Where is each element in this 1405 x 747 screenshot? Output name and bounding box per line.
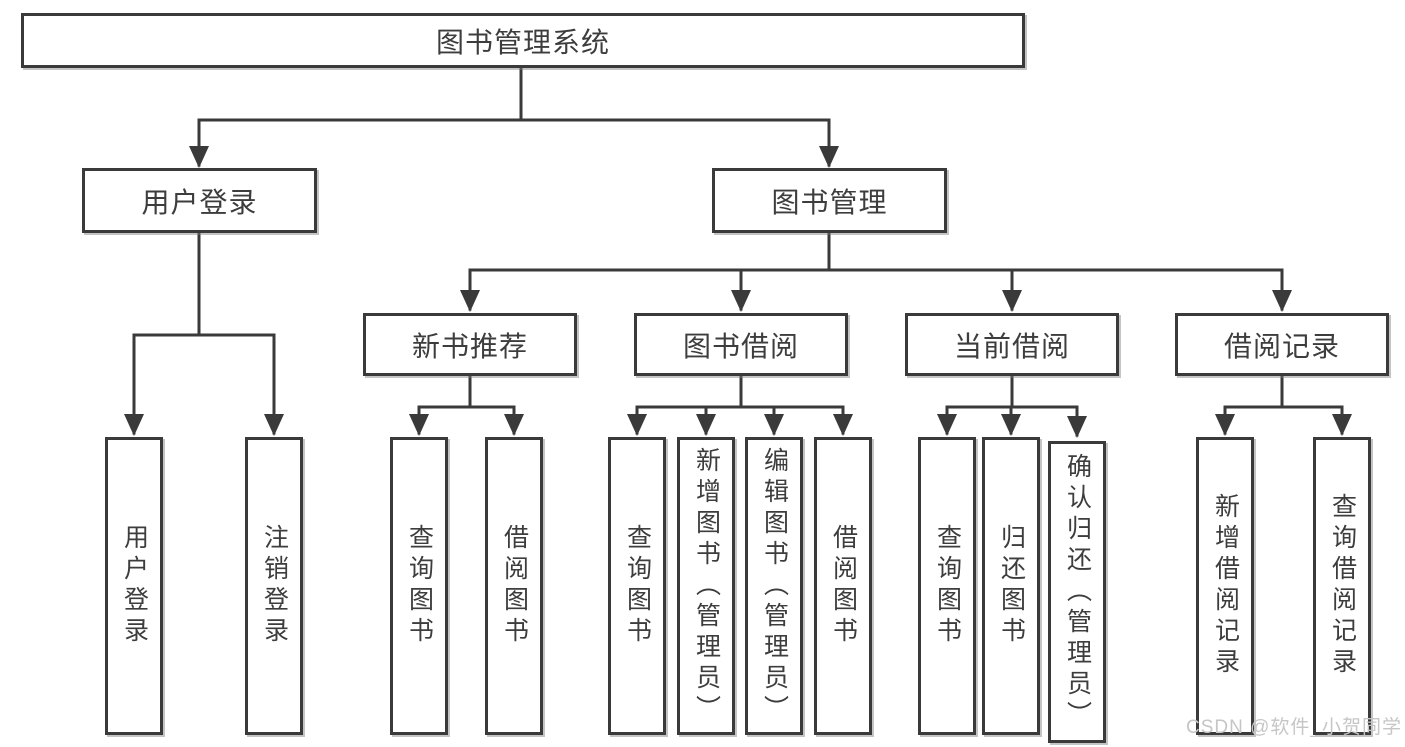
edge-root-to-level2 <box>189 66 839 168</box>
node-logout-login: 注销登录 <box>245 437 303 735</box>
node-records-query-borrow-record: 查询借阅记录 <box>1313 437 1371 735</box>
edge-new-book-recommend-children <box>409 374 524 436</box>
node-user-login-leaf: 用户登录 <box>105 437 163 735</box>
node-borrowing-query-books: 查询图书 <box>608 437 666 735</box>
node-label: 借阅记录 <box>1223 330 1340 362</box>
node-label: 查询图书 <box>933 524 962 648</box>
node-label: 借阅图书 <box>829 524 858 648</box>
node-current-confirm-return-admin: 确认归还（管理员） <box>1048 441 1106 743</box>
edge-book-management-to-sections <box>460 231 1292 312</box>
edge-user-login-children <box>124 231 284 436</box>
node-label: 当前借阅 <box>953 330 1070 362</box>
node-records-add-borrow-record: 新增借阅记录 <box>1196 437 1254 735</box>
node-borrowing-add-books-admin: 新增图书（管理员） <box>677 437 735 735</box>
node-borrowing-records: 借阅记录 <box>1175 313 1389 376</box>
node-new-book-recommend: 新书推荐 <box>363 313 577 376</box>
edge-current-borrowing-children <box>937 374 1087 438</box>
node-borrowing-edit-books-admin: 编辑图书（管理员） <box>745 437 803 735</box>
node-label: 确认归还（管理员） <box>1063 452 1092 732</box>
node-current-borrowing: 当前借阅 <box>905 313 1119 376</box>
node-current-return-books: 归还图书 <box>982 437 1040 735</box>
node-label: 用户登录 <box>141 186 258 218</box>
node-book-borrowing: 图书借阅 <box>634 313 848 376</box>
node-label: 图书管理 <box>771 186 888 218</box>
edge-book-borrowing-children <box>627 374 853 436</box>
node-label: 查询借阅记录 <box>1328 493 1357 679</box>
node-label: 查询图书 <box>405 524 434 648</box>
node-user-login: 用户登录 <box>82 168 317 233</box>
node-label: 查询图书 <box>623 524 652 648</box>
node-label: 编辑图书（管理员） <box>760 446 789 726</box>
node-label: 图书借阅 <box>682 330 799 362</box>
node-label: 新书推荐 <box>411 330 528 362</box>
node-current-query-books: 查询图书 <box>918 437 976 735</box>
edge-borrowing-records-children <box>1215 374 1352 436</box>
node-label: 用户登录 <box>120 524 149 648</box>
node-label: 归还图书 <box>997 524 1026 648</box>
node-label: 注销登录 <box>260 524 289 648</box>
node-library-management-system: 图书管理系统 <box>21 13 1025 68</box>
node-recommend-borrow-books: 借阅图书 <box>485 437 543 735</box>
node-borrowing-borrow-books: 借阅图书 <box>814 437 872 735</box>
node-label: 新增图书（管理员） <box>692 446 721 726</box>
node-label: 借阅图书 <box>500 524 529 648</box>
node-label: 图书管理系统 <box>435 26 610 58</box>
node-recommend-query-books: 查询图书 <box>390 437 448 735</box>
csdn-watermark: CSDN @软件_小贺同学 <box>1186 717 1402 738</box>
node-book-management: 图书管理 <box>712 168 947 233</box>
node-label: 新增借阅记录 <box>1211 493 1240 679</box>
